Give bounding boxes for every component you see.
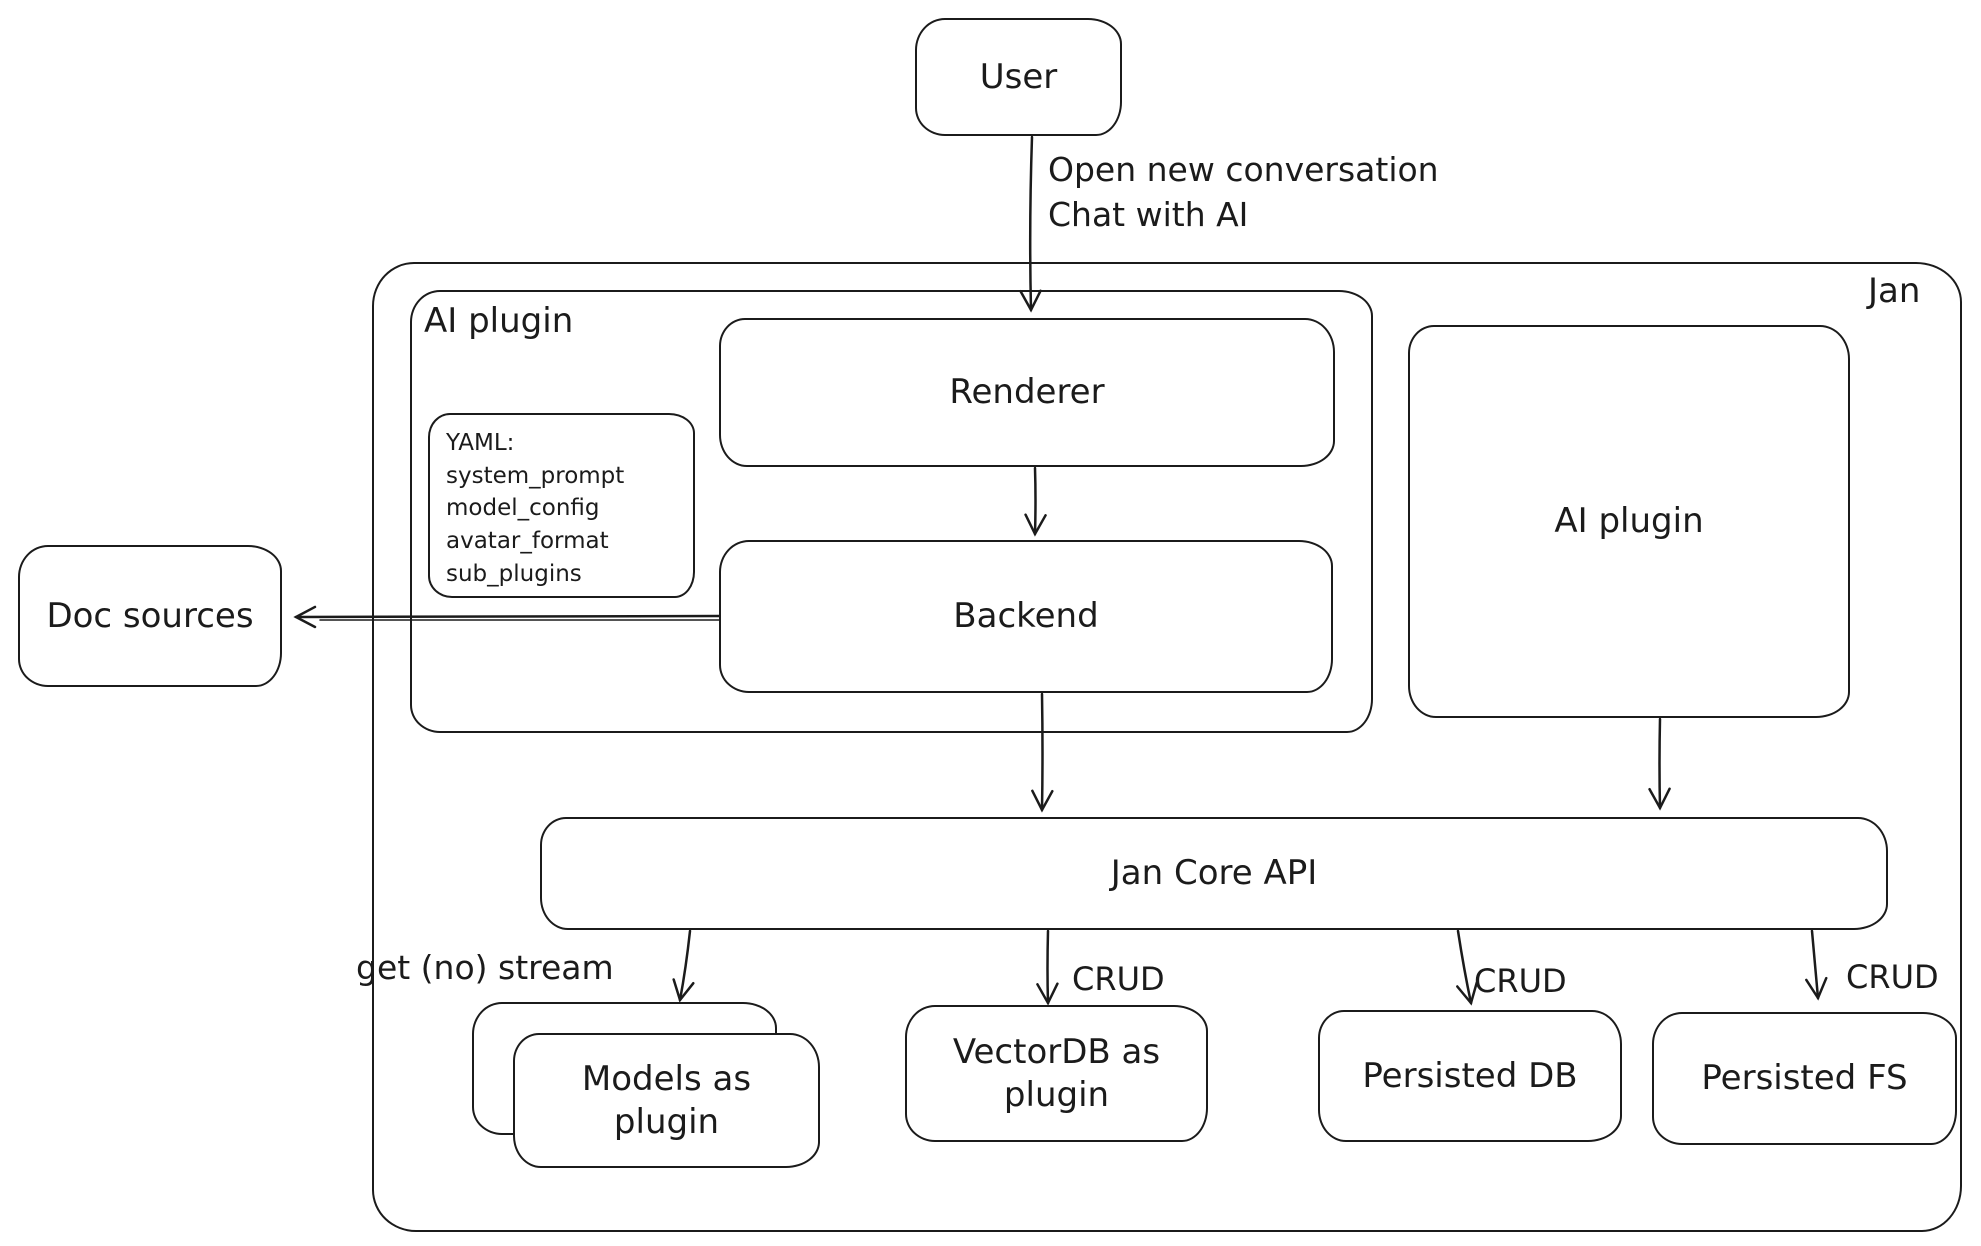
ai-plugin-right-node: AI plugin <box>1408 325 1850 718</box>
yaml-note-line: system_prompt <box>446 462 625 489</box>
crud-label-vectordb: CRUD <box>1072 960 1165 998</box>
jan-core-api-node: Jan Core API <box>540 817 1888 930</box>
user-flow-label-line2: Chat with AI <box>1048 194 1249 234</box>
persisted-db-label: Persisted DB <box>1362 1055 1578 1096</box>
crud-label-persisted-db: CRUD <box>1474 962 1567 1000</box>
yaml-note-line: model_config <box>446 495 600 522</box>
backend-label: Backend <box>953 596 1099 637</box>
vectordb-as-plugin-label: VectorDB as plugin <box>952 1032 1161 1115</box>
yaml-note-title: YAML: <box>446 430 515 456</box>
ai-plugin-right-label: AI plugin <box>1554 501 1704 542</box>
yaml-note: YAML: system_prompt model_config avatar_… <box>428 413 695 598</box>
yaml-note-line: avatar_format <box>446 527 609 554</box>
backend-node: Backend <box>719 540 1333 693</box>
models-as-plugin-node: Models as plugin <box>513 1033 820 1168</box>
jan-core-api-label: Jan Core API <box>1110 853 1318 894</box>
user-label: User <box>979 56 1058 97</box>
persisted-fs-node: Persisted FS <box>1652 1012 1957 1145</box>
yaml-note-line: sub_plugins <box>446 560 582 587</box>
persisted-fs-label: Persisted FS <box>1701 1058 1908 1099</box>
ai-plugin-container-label: AI plugin <box>424 301 574 341</box>
models-as-plugin-label: Models as plugin <box>581 1059 752 1142</box>
user-flow-label-line1: Open new conversation <box>1048 150 1439 189</box>
renderer-label: Renderer <box>949 372 1105 413</box>
ai-plugin-container <box>410 290 1373 733</box>
doc-sources-label: Doc sources <box>46 595 254 636</box>
vectordb-as-plugin-node: VectorDB as plugin <box>905 1005 1208 1142</box>
user-node: User <box>915 18 1122 136</box>
get-no-stream-label: get (no) stream <box>356 948 614 987</box>
persisted-db-node: Persisted DB <box>1318 1010 1622 1142</box>
jan-container <box>372 262 1962 1232</box>
renderer-node: Renderer <box>719 318 1335 467</box>
crud-label-persisted-fs: CRUD <box>1846 958 1939 996</box>
jan-container-label: Jan <box>1868 271 1921 311</box>
user-flow-label: Open new conversation Chat with AI <box>1048 148 1439 238</box>
doc-sources-node: Doc sources <box>18 545 282 687</box>
